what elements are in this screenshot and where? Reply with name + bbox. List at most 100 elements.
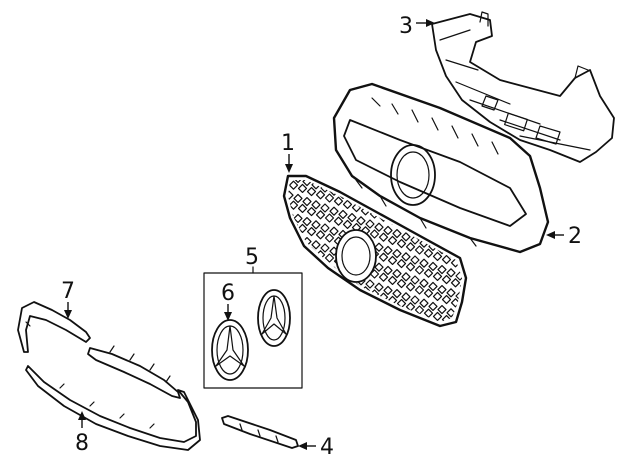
emblem-kit-box [203, 272, 303, 389]
grille-diamond [320, 243, 330, 253]
grille-diamond [329, 206, 339, 216]
grille-diamond [315, 230, 326, 240]
grille-diamond [470, 305, 478, 313]
grille-diamond [297, 263, 308, 273]
grille-diamond [470, 385, 478, 393]
grille-diamond [423, 308, 434, 318]
grille-diamond [320, 303, 330, 313]
grille-diamond [447, 369, 455, 377]
grille-diamond [297, 183, 308, 193]
grille-diamond [276, 168, 284, 176]
grille-diamond [302, 257, 312, 267]
grille-diamond [459, 241, 462, 251]
grille-diamond [411, 336, 419, 344]
grille-diamond [419, 298, 429, 308]
grille-diamond [387, 255, 398, 265]
grille-diamond [324, 273, 335, 283]
grille-diamond [465, 255, 473, 263]
grille-diamond [293, 253, 303, 263]
grille-diamond [306, 307, 317, 317]
grille-diamond [374, 202, 384, 212]
grille-diamond [465, 335, 473, 343]
callout-3: 3 [399, 14, 435, 39]
grille-diamond [348, 334, 356, 342]
grille-diamond [324, 313, 335, 322]
callout-label-4: 4 [320, 435, 334, 460]
grille-diamond [414, 245, 425, 255]
grille-diamond [416, 326, 424, 334]
grille-diamond [306, 267, 317, 277]
grille-diamond [365, 299, 375, 309]
grille-diamond [276, 248, 284, 256]
grille-diamond [420, 359, 428, 367]
grille-diamond [452, 379, 460, 387]
grille-diamond [330, 327, 338, 335]
star-emblem-small [257, 289, 291, 347]
lower-trim-strip-part [221, 415, 299, 449]
grille-diamond [276, 268, 284, 276]
grille-diamond [288, 300, 299, 310]
grille-diamond [401, 272, 411, 282]
grille-diamond [405, 242, 416, 252]
grille-diamond [378, 252, 389, 262]
grille-diamond [452, 339, 460, 347]
grille-diamond [401, 292, 411, 302]
grille-diamond [351, 303, 362, 313]
grille-diamond [407, 343, 415, 351]
grille-diamond [306, 207, 317, 217]
grille-diamond [371, 350, 379, 358]
grille-diamond [315, 210, 326, 220]
grille-diamond [302, 297, 312, 307]
grille-diamond [446, 268, 456, 278]
grille-diamond [407, 323, 415, 331]
grille-diamond [375, 343, 383, 351]
grille-diamond [321, 324, 329, 332]
grille-diamond [383, 265, 393, 275]
grille-diamond [392, 209, 402, 219]
grille-diamond [288, 257, 290, 267]
grille-diamond [288, 277, 290, 287]
grille-diamond [437, 305, 447, 315]
grille-diamond [425, 349, 433, 357]
grille-diamond [374, 282, 384, 292]
grille-diamond [293, 293, 303, 303]
grille-diamond [423, 268, 434, 278]
grille-diamond [360, 306, 371, 316]
grille-diamond [288, 237, 290, 247]
grille-diamond [338, 289, 348, 299]
grille-diamond [329, 306, 339, 316]
grille-diamond [443, 336, 451, 344]
grille-diamond [374, 302, 384, 312]
grille-diamond [288, 190, 294, 200]
grille-diamond [441, 255, 452, 265]
callout-label-7: 7 [61, 279, 75, 304]
grille-diamond [446, 308, 456, 318]
callout-5: 5 [245, 245, 259, 274]
grille-diamond [410, 255, 420, 265]
grille-diamond [315, 310, 326, 320]
grille-diamond [405, 282, 416, 292]
grille-diamond [387, 275, 398, 285]
grille-diamond [383, 245, 393, 255]
grille-diamond [362, 347, 370, 355]
grille-diamond [311, 240, 321, 250]
grille-diamond [411, 356, 419, 364]
grille-diamond [420, 339, 428, 347]
grille-diamond [288, 230, 294, 240]
grille-diamond [311, 300, 321, 310]
grille-diamond [311, 320, 321, 322]
grille-diamond [402, 333, 410, 341]
grille-diamond [419, 278, 429, 288]
grille-diamond [338, 309, 348, 319]
grille-diamond [288, 240, 299, 250]
grille-diamond [470, 345, 478, 353]
grille-diamond [438, 366, 446, 374]
grille-diamond [432, 311, 443, 321]
grille-diamond [398, 340, 406, 348]
grille-diamond [375, 323, 383, 331]
grille-diamond [459, 321, 462, 322]
grille-diamond [369, 309, 380, 319]
grille-diamond [276, 228, 284, 236]
grille-diamond [450, 278, 461, 288]
grille-diamond [414, 285, 425, 295]
